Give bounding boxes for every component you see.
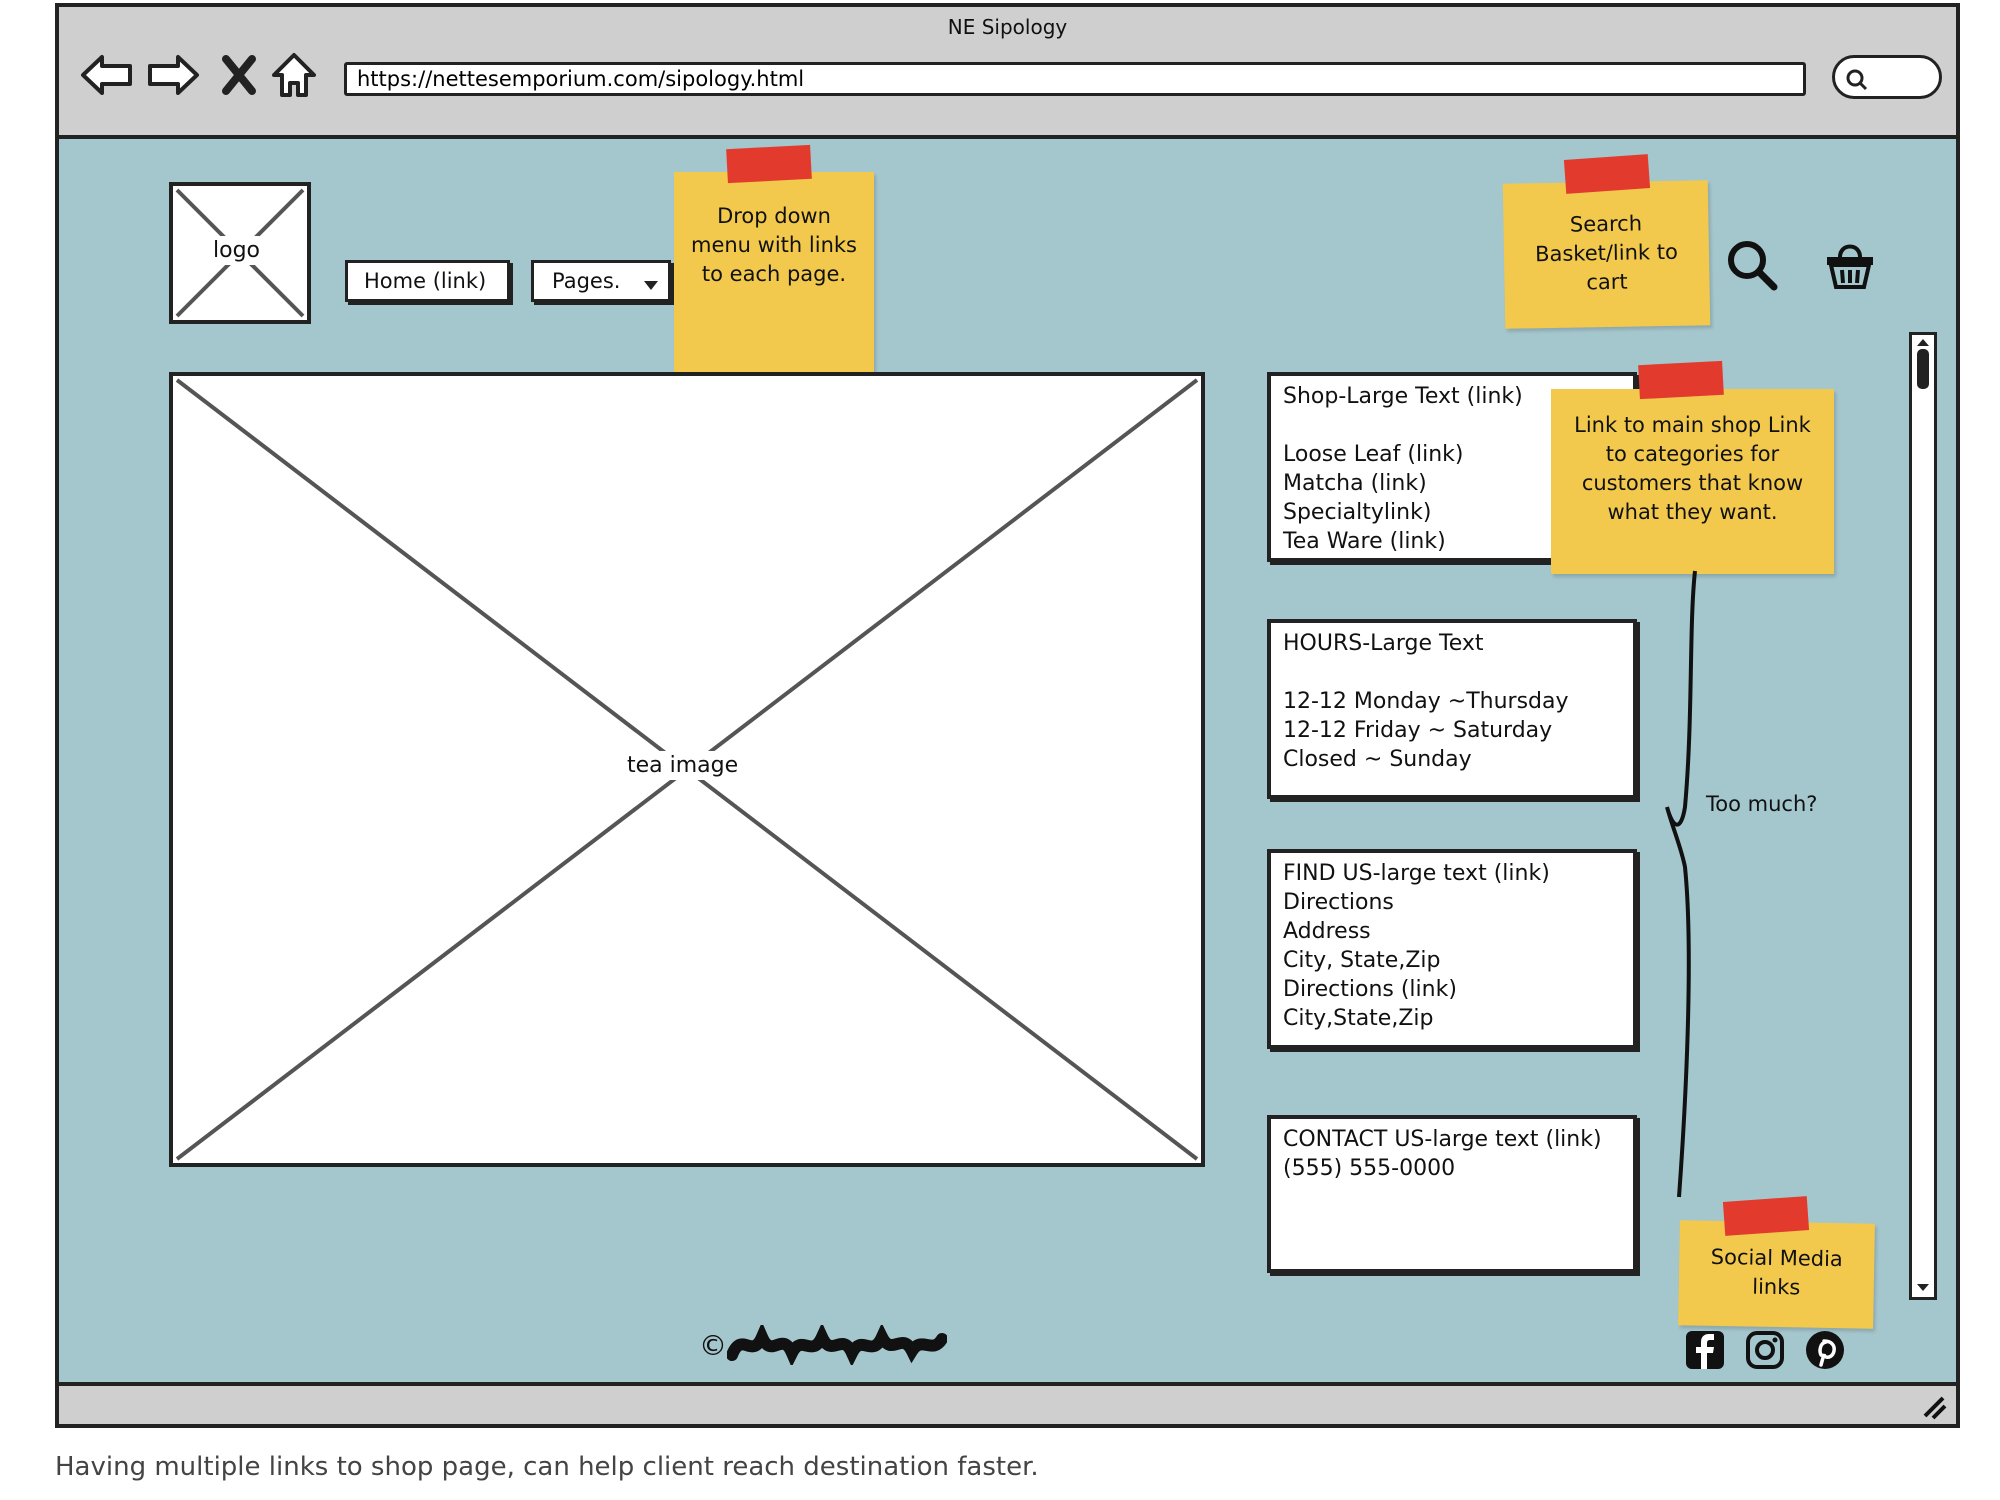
home-link-button[interactable]: Home (link) xyxy=(345,260,510,302)
sticky-note-text: Social Media links xyxy=(1710,1244,1843,1300)
logo-label: logo xyxy=(207,236,266,265)
scroll-thumb[interactable] xyxy=(1917,349,1929,389)
sticky-note-text: Link to main shop Link to categories for… xyxy=(1574,413,1811,524)
logo-placeholder[interactable]: logo xyxy=(169,182,311,324)
resize-grip-icon[interactable] xyxy=(1921,1394,1947,1420)
shop-category-link[interactable]: Tea Ware (link) xyxy=(1283,529,1446,554)
scroll-down-icon[interactable] xyxy=(1915,1283,1931,1293)
shop-heading-link[interactable]: Shop-Large Text (link) xyxy=(1283,384,1523,409)
sticky-note-shop-links: Link to main shop Link to categories for… xyxy=(1551,389,1834,574)
contact-us-panel: CONTACT US-large text (link) (555) 555-0… xyxy=(1267,1115,1637,1273)
find-us-heading-link[interactable]: FIND US-large text (link) xyxy=(1283,861,1550,886)
forward-icon[interactable] xyxy=(143,45,203,105)
pages-dropdown-label: Pages. xyxy=(552,269,621,293)
chevron-down-icon xyxy=(644,281,658,290)
hours-line: 12-12 Friday ~ Saturday xyxy=(1283,718,1553,743)
hero-image-placeholder[interactable]: tea image xyxy=(169,372,1205,1167)
window-title: NE Sipology xyxy=(947,15,1068,39)
hours-panel: HOURS-Large Text 12-12 Monday ~Thursday … xyxy=(1267,619,1637,799)
search-icon xyxy=(1846,69,1868,91)
shop-category-link[interactable]: Matcha (link) xyxy=(1283,471,1427,496)
search-icon[interactable] xyxy=(1724,237,1784,297)
tape xyxy=(1563,154,1651,194)
hours-line: Closed ~ Sunday xyxy=(1283,747,1472,772)
copyright-symbol: © xyxy=(699,1329,727,1362)
contact-heading-link[interactable]: CONTACT US-large text (link) xyxy=(1283,1127,1602,1152)
scroll-up-icon[interactable] xyxy=(1915,337,1931,347)
basket-icon[interactable] xyxy=(1822,237,1882,297)
sticky-note-dropdown: Drop down menu with links to each page. xyxy=(674,172,874,372)
home-icon[interactable] xyxy=(264,45,324,105)
back-icon[interactable] xyxy=(77,45,137,105)
browser-search-field[interactable] xyxy=(1832,55,1942,99)
browser-window: NE Sipology logo Home (link) Pages. Drop… xyxy=(55,3,1960,1428)
shop-category-link[interactable]: Loose Leaf (link) xyxy=(1283,442,1464,467)
directions-link[interactable]: Directions (link) xyxy=(1283,977,1457,1002)
url-input[interactable] xyxy=(344,62,1806,96)
find-us-line: City,State,Zip xyxy=(1283,1006,1434,1031)
find-us-line: Directions xyxy=(1283,890,1394,915)
caption-text: Having multiple links to shop page, can … xyxy=(55,1452,1039,1482)
tape xyxy=(1638,360,1724,400)
pages-dropdown[interactable]: Pages. xyxy=(531,260,671,302)
pinterest-icon[interactable] xyxy=(1804,1329,1846,1371)
hours-heading: HOURS-Large Text xyxy=(1283,631,1484,656)
close-icon[interactable] xyxy=(209,45,269,105)
too-much-annotation: Too much? xyxy=(1706,792,1818,816)
find-us-line: City, State,Zip xyxy=(1283,948,1441,973)
contact-phone: (555) 555-0000 xyxy=(1283,1156,1456,1181)
shop-category-link[interactable]: Specialtylink) xyxy=(1283,500,1432,525)
redacted-scribble xyxy=(727,1325,947,1365)
instagram-icon[interactable] xyxy=(1744,1329,1786,1371)
find-us-panel: FIND US-large text (link) Directions Add… xyxy=(1267,849,1637,1049)
sticky-note-search-basket: Search Basket/link to cart xyxy=(1502,180,1711,329)
sticky-note-social: Social Media links xyxy=(1678,1220,1875,1329)
tape xyxy=(726,144,812,184)
curly-brace-icon xyxy=(1665,570,1697,1198)
hours-line: 12-12 Monday ~Thursday xyxy=(1283,689,1569,714)
facebook-icon[interactable] xyxy=(1684,1329,1726,1371)
hero-image-label: tea image xyxy=(621,751,745,780)
tape xyxy=(1722,1196,1810,1236)
find-us-line: Address xyxy=(1283,919,1371,944)
sticky-note-text: Drop down menu with links to each page. xyxy=(691,204,857,286)
sticky-note-text: Search Basket/link to cart xyxy=(1534,211,1679,295)
browser-titlebar: NE Sipology xyxy=(59,7,1956,139)
vertical-scrollbar[interactable] xyxy=(1909,332,1937,1300)
browser-statusbar xyxy=(59,1382,1956,1424)
